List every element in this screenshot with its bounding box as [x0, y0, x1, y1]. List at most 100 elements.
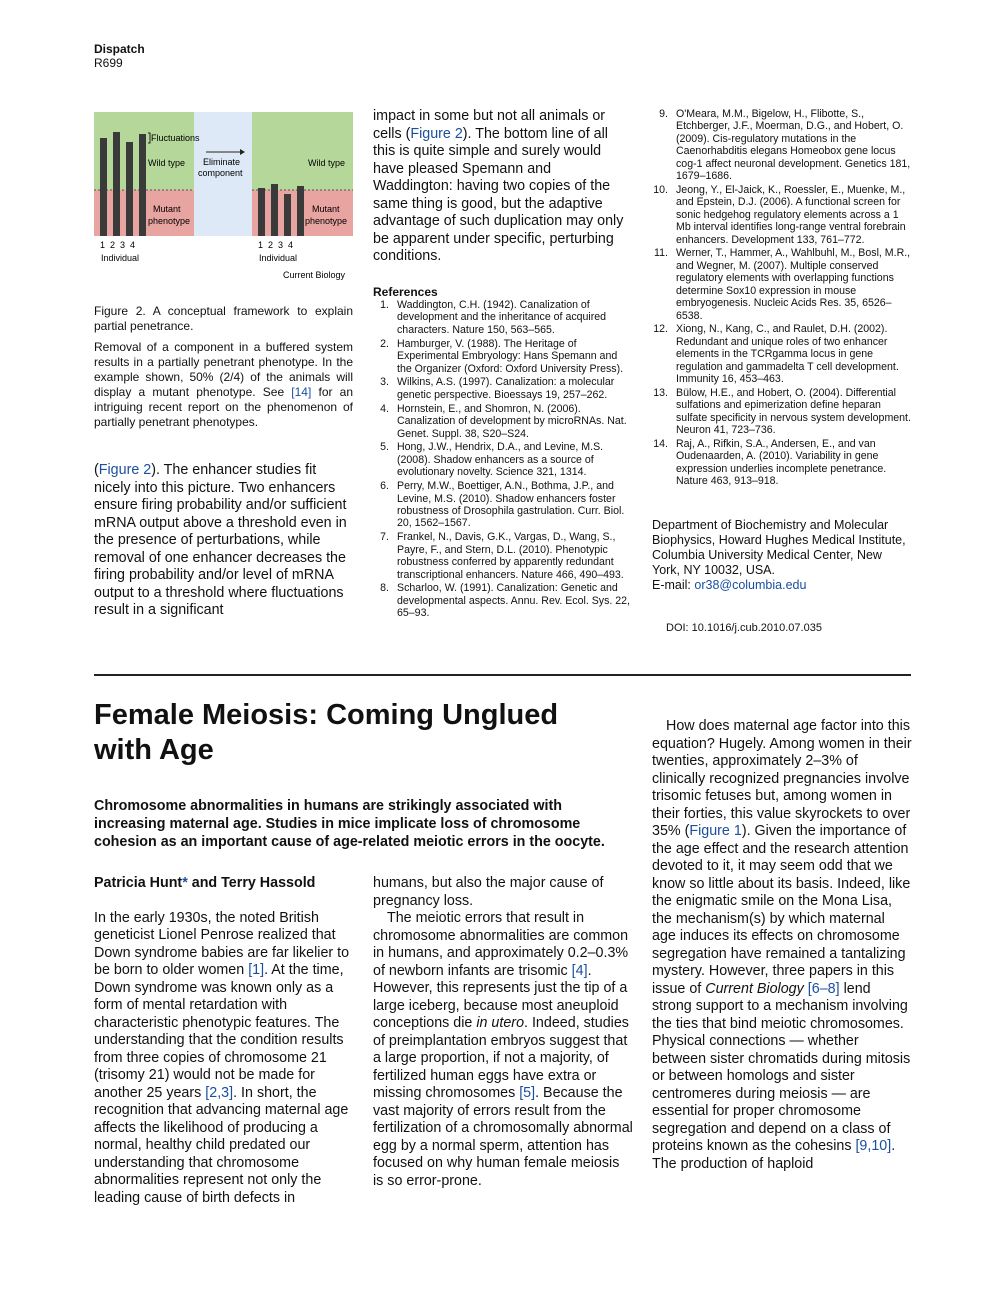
article-col1-text: In the early 1930s, the noted British ge… [94, 909, 350, 1206]
reference-text: Hamburger, V. (1988). The Heritage of Ex… [397, 337, 624, 375]
figure-caption: Figure 2. A conceptual framework to expl… [94, 304, 353, 436]
reference-text: Raj, A., Rifkin, S.A., Andersen, E., and… [676, 438, 887, 488]
running-header: Dispatch R699 [94, 42, 145, 70]
article-title: Female Meiosis: Coming Unglued with Age [94, 699, 559, 766]
references-list-b: 9. O'Meara, M.M., Bigelow, H., Flibotte, … [652, 108, 912, 488]
eliminate-label: Eliminate [203, 157, 240, 167]
reference-item: 11. Werner, T., Hammer, A., Wahlbuhl, M.,… [652, 247, 912, 321]
reference-text: Werner, T., Hammer, A., Wahlbuhl, M., Bo… [676, 247, 911, 322]
ticks-right: 1 2 3 4 [258, 240, 293, 250]
reference-number: 3. [380, 376, 389, 389]
reference-number: 13. [653, 386, 668, 399]
ref-link-4[interactable]: [4] [571, 962, 588, 979]
figure-credit: Current Biology [283, 270, 346, 280]
bar-right-1 [258, 188, 265, 236]
figure-2-link[interactable]: Figure 2 [98, 462, 152, 478]
reference-text: Frankel, N., Davis, G.K., Vargas, D., Wa… [397, 531, 624, 581]
page-number: R699 [94, 56, 123, 70]
figure-2-link-2[interactable]: Figure 2 [410, 125, 463, 142]
reference-number: 10. [653, 183, 668, 196]
bar-left-4 [139, 134, 146, 236]
reference-number: 5. [380, 441, 389, 454]
middle-region [194, 112, 252, 236]
wild-type-label-right: Wild type [308, 158, 345, 168]
caption-title: Figure 2. A conceptual framework to expl… [94, 304, 353, 333]
reference-number: 14. [653, 438, 668, 451]
bar-left-2 [113, 132, 120, 236]
fluctuations-label: Fluctuations [151, 133, 200, 143]
mutant-label-left: Mutant [153, 204, 181, 214]
doi: DOI: 10.1016/j.cub.2010.07.035 [666, 622, 822, 634]
reference-number: 1. [380, 299, 389, 311]
reference-text: O'Meara, M.M., Bigelow, H., Flibotte, S.… [676, 108, 911, 183]
article-abstract: Chromosome abnormalities in humans are s… [94, 798, 605, 850]
affiliation: Department of Biochemistry and Molecular… [652, 518, 906, 592]
figure-2: Fluctuations Wild type Mutant phenotype … [94, 112, 353, 282]
wild-type-region-right [252, 112, 353, 190]
authors: Patricia Hunt* and Terry Hassold [94, 875, 316, 891]
reference-text: Hong, J.W., Hendrix, D.A., and Levine, M… [397, 441, 604, 479]
figure-2-diagram: Fluctuations Wild type Mutant phenotype … [94, 112, 353, 280]
arrow-icon [240, 149, 245, 155]
reference-text: Scharloo, W. (1991). Canalization: Genet… [397, 582, 630, 620]
bar-right-3 [284, 194, 291, 236]
bar-left-3 [126, 142, 133, 236]
col2-continuation: impact in some but not all animals or ce… [373, 108, 624, 264]
col1-continuation: (Figure 2). The enhancer studies fit nic… [94, 462, 347, 618]
article-col3: How does maternal age factor into this e… [652, 718, 912, 1172]
reference-item: 2. Hamburger, V. (1988). The Heritage of … [373, 338, 633, 375]
reference-item: 5. Hong, J.W., Hendrix, D.A., and Levine,… [373, 441, 633, 478]
reference-item: 12. Xiong, N., Kang, C., and Raulet, D.H.… [652, 323, 912, 385]
ticks-left: 1 2 3 4 [100, 240, 135, 250]
individual-label-right: Individual [259, 253, 297, 263]
reference-number: 6. [380, 480, 389, 493]
article-col1: Patricia Hunt* and Terry Hassold In the … [94, 875, 356, 1207]
bar-right-2 [271, 184, 278, 236]
corresponding-author-mark[interactable]: * [182, 875, 188, 891]
reference-number: 4. [380, 402, 389, 415]
references-block-continued: 9. O'Meara, M.M., Bigelow, H., Flibotte, … [652, 108, 912, 489]
section-label: Dispatch [94, 42, 145, 56]
reference-number: 7. [380, 531, 389, 544]
reference-item: 7. Frankel, N., Davis, G.K., Vargas, D., … [373, 531, 633, 581]
reference-item: 14. Raj, A., Rifkin, S.A., Andersen, E., … [652, 438, 912, 488]
ref-link-6-8[interactable]: [6–8] [807, 980, 840, 997]
email-link[interactable]: or38@columbia.edu [694, 578, 807, 592]
reference-item: 3. Wilkins, A.S. (1997). Canalization: a … [373, 376, 633, 401]
individual-label-left: Individual [101, 253, 139, 263]
reference-number: 2. [380, 337, 389, 350]
references-list-a: 1. Waddington, C.H. (1942). Canalization … [373, 299, 633, 620]
reference-text: Jeong, Y., El-Jaick, K., Roessler, E., M… [676, 183, 906, 246]
reference-text: Waddington, C.H. (1942). Canalization of… [397, 299, 607, 336]
figure-1-link[interactable]: Figure 1 [689, 823, 742, 839]
reference-number: 11. [654, 247, 668, 260]
fluctuations-bracket [148, 132, 151, 144]
reference-item: 8. Scharloo, W. (1991). Canalization: Gen… [373, 582, 633, 619]
reference-number: 9. [659, 108, 668, 120]
reference-text: Wilkins, A.S. (1997). Canalization: a mo… [397, 376, 615, 401]
ref-link-5[interactable]: [5] [519, 1085, 536, 1101]
phenotype-label-right: phenotype [305, 216, 347, 226]
reference-text: Perry, M.W., Boettiger, A.N., Bothma, J.… [397, 480, 625, 530]
ref-link-9-10[interactable]: [9,10] [855, 1138, 892, 1154]
references-heading: References [373, 285, 438, 299]
reference-item: 1. Waddington, C.H. (1942). Canalization … [373, 299, 633, 336]
reference-number: 8. [380, 582, 389, 595]
reference-item: 4. Hornstein, E., and Shomron, N. (2006).… [373, 403, 633, 440]
reference-item: 13. Bülow, H.E., and Hobert, O. (2004). D… [652, 387, 912, 437]
ref-link-1[interactable]: [1] [248, 962, 265, 978]
bar-left-1 [100, 138, 107, 236]
reference-text: Xiong, N., Kang, C., and Raulet, D.H. (2… [676, 323, 899, 386]
ref-link-14[interactable]: [14] [291, 385, 312, 399]
ref-link-2-3[interactable]: [2,3] [205, 1084, 234, 1101]
reference-number: 12. [653, 323, 668, 336]
bar-right-4 [297, 186, 304, 236]
reference-item: 9. O'Meara, M.M., Bigelow, H., Flibotte, … [652, 108, 912, 182]
caption-body: Removal of a component in a buffered sys… [94, 340, 353, 429]
reference-item: 10. Jeong, Y., El-Jaick, K., Roessler, E.… [652, 184, 912, 246]
reference-text: Hornstein, E., and Shomron, N. (2006). C… [397, 402, 627, 440]
reference-item: 6. Perry, M.W., Boettiger, A.N., Bothma, … [373, 480, 633, 530]
reference-text: Bülow, H.E., and Hobert, O. (2004). Diff… [676, 386, 911, 437]
wild-type-label-left: Wild type [148, 158, 185, 168]
component-label: component [198, 168, 243, 178]
